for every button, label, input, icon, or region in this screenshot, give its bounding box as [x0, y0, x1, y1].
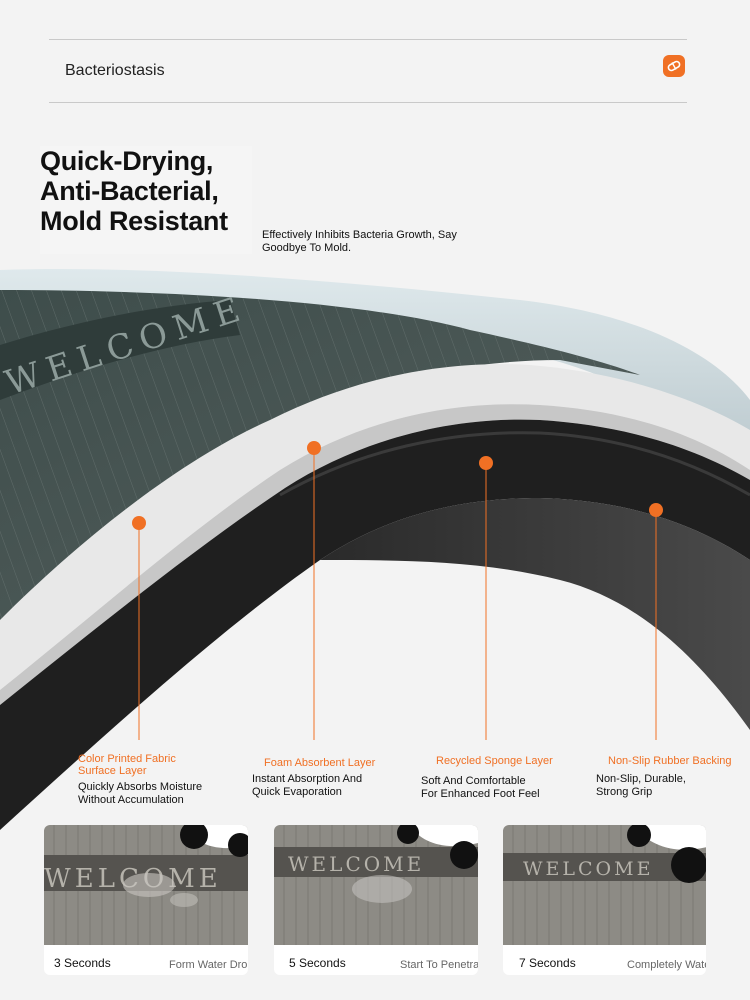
callout-dot: [479, 456, 493, 470]
headline: Quick-Drying, Anti-Bacterial, Mold Resis…: [40, 146, 252, 254]
layer-label: Foam Absorbent Layer Instant Absorption …: [252, 757, 376, 798]
callout-dot: [649, 503, 663, 517]
step-time: 7 Seconds: [519, 956, 576, 970]
step-time: 5 Seconds: [289, 956, 346, 970]
subheadline: Effectively Inhibits Bacteria Growth, Sa…: [262, 229, 457, 254]
headline-line: Mold Resistant: [40, 206, 228, 236]
step-caption: Form Water Drops: [169, 959, 248, 971]
rubber-backing: [320, 498, 750, 730]
step-card: WELCOME 7 Seconds Completely Waterproof: [503, 825, 706, 975]
step-caption: Completely Waterproof: [627, 959, 706, 971]
header-divider: [49, 102, 687, 103]
pill-icon: [663, 55, 685, 77]
callout-dot: [307, 441, 321, 455]
water-drop-image: WELCOME: [503, 825, 706, 945]
headline-line: Quick-Drying,: [40, 146, 214, 176]
svg-text:WELCOME: WELCOME: [523, 858, 653, 880]
clear-top-film: [0, 269, 750, 470]
step-card: WELCOME 5 Seconds Start To Penetrate: [274, 825, 478, 975]
layer-label: Non-Slip Rubber Backing Non-Slip, Durabl…: [596, 755, 732, 798]
step-time: 3 Seconds: [54, 956, 111, 970]
top-divider: [49, 39, 687, 40]
fabric-layer: [0, 364, 750, 690]
callout-dot: [132, 516, 146, 530]
step-caption: Start To Penetrate: [400, 959, 478, 971]
svg-text:WELCOME: WELCOME: [288, 852, 424, 876]
water-drop-image: WELCOME: [274, 825, 478, 945]
headline-line: Anti-Bacterial,: [40, 176, 219, 206]
welcome-band: [0, 300, 240, 400]
water-drop-image: WELCOME: [44, 825, 248, 945]
feature-title: Bacteriostasis: [65, 62, 165, 79]
layer-label: Recycled Sponge Layer Soft And Comfortab…: [421, 755, 553, 800]
layer-label: Color Printed Fabric Surface Layer Quick…: [78, 753, 203, 806]
step-card: WELCOME 3 Seconds Form Water Drops: [44, 825, 248, 975]
